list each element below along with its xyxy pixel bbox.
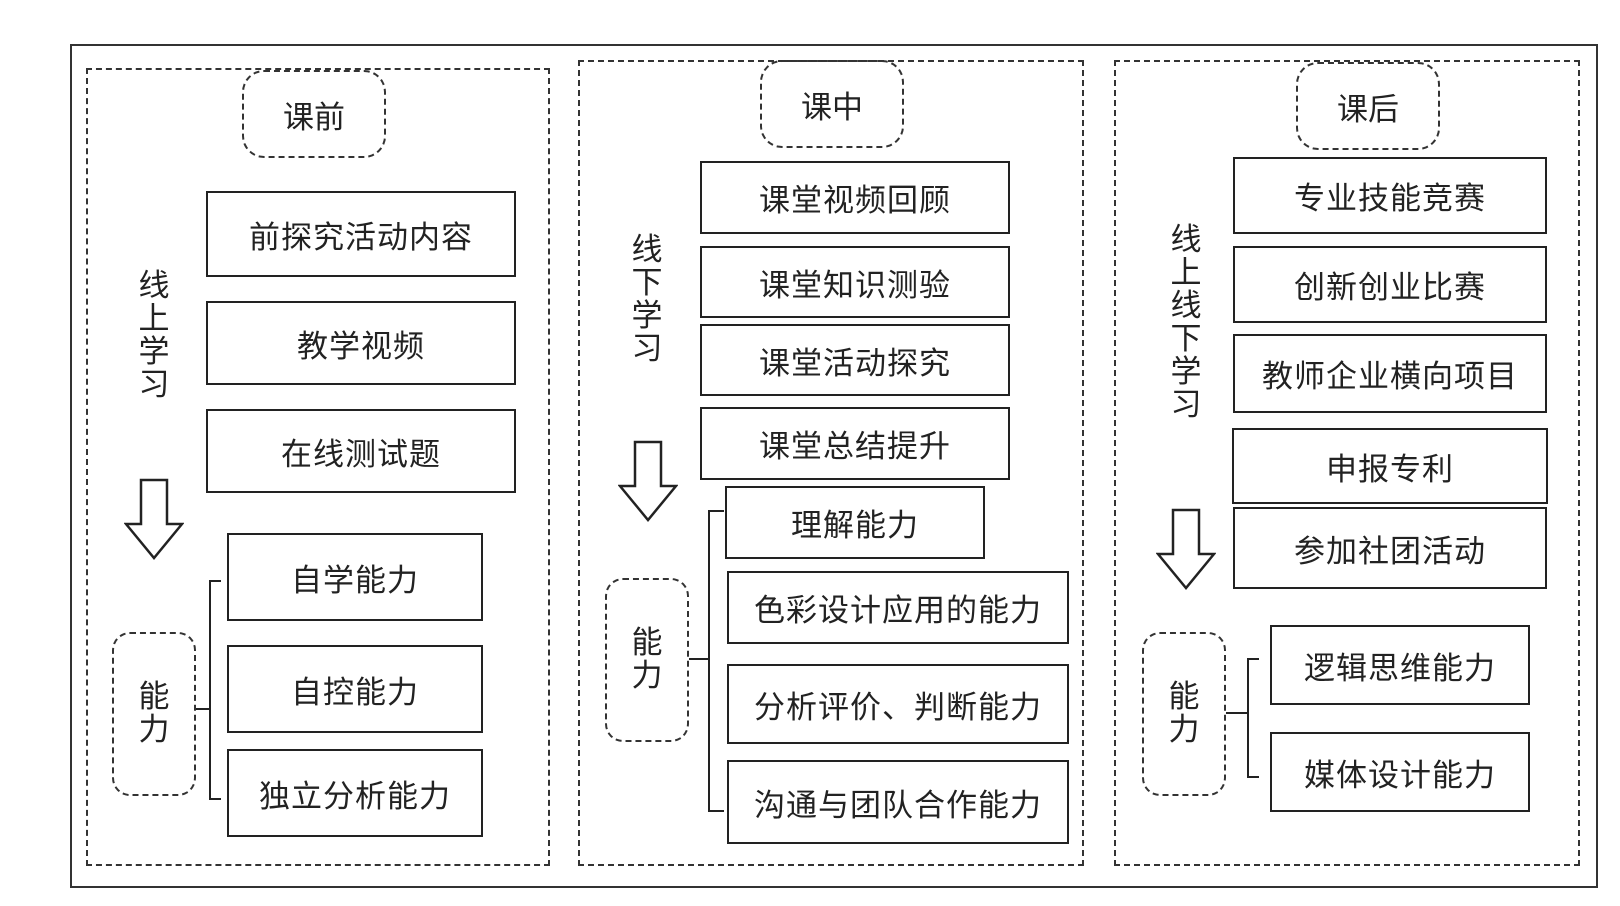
activity-box: 教师企业横向项目 [1233,334,1547,413]
activity-box: 课堂总结提升 [700,407,1010,480]
diagram-frame [70,44,1598,888]
ability-bracket [1247,658,1259,778]
down-arrow-icon [618,440,678,522]
activity-box: 专业技能竞赛 [1233,157,1547,234]
ability-box: 自控能力 [227,645,483,733]
ability-label-after: 能力 [1142,632,1226,796]
activity-box: 创新创业比赛 [1233,246,1547,323]
column-title-before: 课前 [242,70,386,158]
column-after-class [1114,60,1580,866]
ability-box: 自学能力 [227,533,483,621]
ability-box: 色彩设计应用的能力 [727,571,1069,644]
activity-box: 申报专利 [1232,428,1548,504]
column-before-class [86,68,550,866]
activity-box: 课堂活动探究 [700,324,1010,396]
activity-box: 教学视频 [206,301,516,385]
column-title-in: 课中 [760,60,904,148]
mode-label-before: 线上学习 [138,268,170,403]
ability-label-in: 能力 [605,578,689,742]
mode-label-in: 线下学习 [631,232,663,367]
ability-box: 理解能力 [725,486,985,559]
activity-box: 课堂知识测验 [700,246,1010,318]
down-arrow-icon [124,478,184,560]
ability-box: 独立分析能力 [227,749,483,837]
mode-label-after: 线上线下学习 [1170,222,1202,423]
ability-box: 分析评价、判断能力 [727,664,1069,744]
activity-box: 课堂视频回顾 [700,161,1010,234]
ability-box: 媒体设计能力 [1270,732,1530,812]
ability-bracket [708,510,724,812]
column-title-after: 课后 [1296,62,1440,150]
activity-box: 参加社团活动 [1233,507,1547,589]
down-arrow-icon [1156,508,1216,590]
activity-box: 前探究活动内容 [206,191,516,277]
ability-box: 沟通与团队合作能力 [727,760,1069,844]
ability-box: 逻辑思维能力 [1270,625,1530,705]
ability-bracket [209,580,221,800]
ability-label-before: 能力 [112,632,196,796]
activity-box: 在线测试题 [206,409,516,493]
